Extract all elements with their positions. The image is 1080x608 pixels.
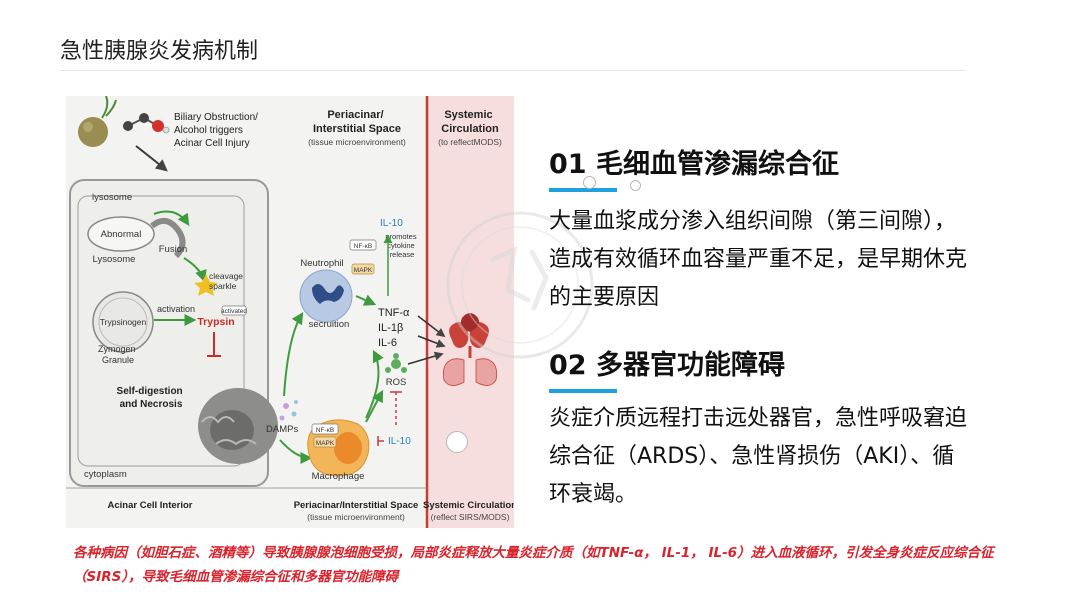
promotes-label: cytokine bbox=[387, 241, 415, 250]
activation-label: activation bbox=[157, 304, 195, 314]
section-heading: 02 多器官功能障碍 bbox=[549, 350, 785, 381]
zone-footer-systemic-sub: (reflect SIRS/MODS) bbox=[431, 512, 510, 522]
trigger-line: Acinar Cell Injury bbox=[174, 138, 250, 149]
zymogen-label: Zymogen bbox=[98, 344, 136, 354]
section-body: 大量血浆成分渗入组织间隙（第三间隙），造成有效循环血容量严重不足，是早期休克的主… bbox=[549, 209, 968, 310]
il10-bottom-label: IL-10 bbox=[388, 436, 411, 447]
cleavage-label: cleavage bbox=[209, 271, 243, 281]
cytokine-label: TNF-α bbox=[378, 307, 410, 319]
abnormal-label: Abnormal bbox=[101, 229, 142, 240]
promotes-label: promotes bbox=[385, 232, 417, 241]
cytoplasm-label: cytoplasm bbox=[84, 469, 127, 480]
zone-footer-acinar: Acinar Cell Interior bbox=[108, 500, 193, 511]
lysosome2-label: Lysosome bbox=[93, 254, 136, 265]
mapk-tag: MAPK bbox=[354, 267, 373, 274]
cleavage-label: sparkle bbox=[209, 281, 237, 291]
figure-caption: 各种病因（如胆石症、酒精等）导致胰腺腺泡细胞受损，局部炎症释放大量炎症介质（如T… bbox=[73, 545, 994, 585]
zone-header-systemic-sub: (to reflectMODS) bbox=[438, 137, 502, 147]
svg-text:cleavage sparkle: cleavage sparkle bbox=[209, 271, 245, 291]
cytokine-label: IL-6 bbox=[378, 337, 397, 349]
activated-tag: activated bbox=[221, 308, 247, 315]
svg-text:TNF-α IL-1β IL-6: TNF-α IL-1β IL-6 bbox=[378, 307, 412, 349]
pathogenesis-figure: Biliary Obstruction/ Alcohol triggers Ac… bbox=[66, 96, 514, 528]
ros-label: ROS bbox=[386, 377, 407, 388]
macrophage-label: Macrophage bbox=[312, 471, 365, 482]
decor-circle bbox=[446, 431, 468, 453]
self-digestion-label: Self-digestion bbox=[117, 386, 183, 397]
zone-footer-periacinar: Periacinar/Interstitial Space bbox=[294, 500, 419, 511]
trigger-line: Biliary Obstruction/ bbox=[174, 112, 258, 123]
neutrophil-label: Neutrophil bbox=[300, 258, 343, 269]
zone-header-periacinar-sub: (tissue microenvironment) bbox=[308, 137, 406, 147]
promotes-label: release bbox=[390, 250, 415, 259]
zone-footer-systemic: Systemic Circulation bbox=[423, 500, 514, 511]
mapk-tag-macrophage: MAPK bbox=[316, 440, 335, 447]
organs-icon bbox=[442, 313, 498, 386]
zone-header-periacinar: Interstitial Space bbox=[313, 123, 401, 135]
decor-circle bbox=[630, 180, 641, 191]
fusion-label: Fusion bbox=[159, 244, 188, 255]
il10-top-label: IL-10 bbox=[380, 218, 403, 229]
necrotic-cell-icon bbox=[198, 388, 278, 464]
nfkb-tag: NF-κB bbox=[354, 243, 372, 250]
section-body: 炎症介质远程打击远处器官，急性呼吸窘迫综合征（ARDS）、急性肾损伤（AKI）、… bbox=[549, 406, 968, 507]
ros-icon bbox=[385, 353, 407, 373]
page-title: 急性胰腺炎发病机制 bbox=[60, 39, 259, 64]
systemic-zone bbox=[427, 96, 514, 528]
svg-text:Zymogen Granule: Zymogen Granule bbox=[98, 344, 138, 365]
zone-header-systemic: Systemic bbox=[444, 109, 492, 121]
lysosome-label: lysosome bbox=[92, 192, 132, 203]
zone-header-periacinar: Periacinar/ bbox=[327, 109, 383, 121]
watermark-seal bbox=[446, 211, 594, 359]
heading-accent-bar bbox=[549, 188, 617, 192]
svg-text:Systemic Circulation: Systemic Circulation bbox=[441, 109, 499, 135]
zone-footer-periacinar-sub: (tissue microenvironment) bbox=[307, 512, 405, 522]
decor-circle bbox=[583, 176, 596, 189]
heading-accent-bar bbox=[549, 389, 617, 393]
sparkle-icon bbox=[194, 274, 218, 296]
title-divider bbox=[60, 70, 965, 71]
svg-text:Biliary Obstruction/ Alcoh: Biliary Obstruction/ Alcohol triggers Ac… bbox=[174, 112, 261, 149]
damps-label: DAMPs bbox=[266, 424, 298, 435]
trypsin-label: Trypsin bbox=[197, 316, 234, 328]
svg-text:promotes cytokine rele: promotes cytokine release bbox=[385, 232, 418, 259]
svg-text:Self-digestion and Necrosi: Self-digestion and Necrosis bbox=[117, 386, 186, 410]
svg-text:Periacinar/ Interstitial S: Periacinar/ Interstitial Space bbox=[313, 109, 401, 135]
zymogen-label: Granule bbox=[102, 355, 134, 365]
gallstone-icon bbox=[78, 96, 117, 147]
trypsinogen-label: Trypsinogen bbox=[100, 317, 147, 327]
trigger-line: Alcohol triggers bbox=[174, 125, 243, 136]
secruition-label: secruition bbox=[309, 319, 350, 330]
alcohol-molecule-icon bbox=[123, 113, 170, 134]
neutrophil-icon bbox=[299, 269, 353, 323]
nfkb-tag-macrophage: NF-κB bbox=[316, 427, 334, 434]
zone-header-systemic: Circulation bbox=[441, 123, 499, 135]
self-digestion-label: and Necrosis bbox=[120, 399, 183, 410]
cytokine-label: IL-1β bbox=[378, 322, 403, 334]
section-heading: 01 毛细血管渗漏综合征 bbox=[549, 149, 839, 180]
